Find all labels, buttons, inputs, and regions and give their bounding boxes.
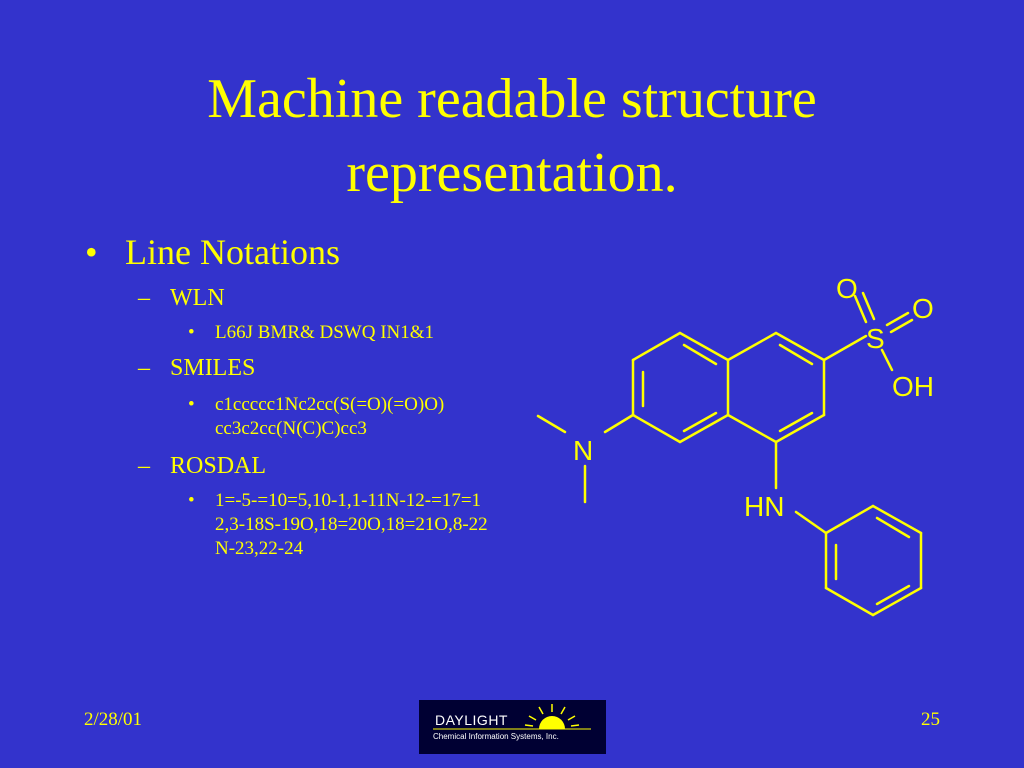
logo-name: DAYLIGHT	[435, 712, 508, 728]
atom-hydroxyl: OH	[892, 371, 934, 402]
molecule-structure: O O S OH N HN	[536, 273, 934, 617]
dash-icon: –	[138, 453, 150, 479]
atom-oxygen-right: O	[912, 293, 934, 324]
wln-notation-text: L66J BMR& DSWQ IN1&1	[215, 322, 435, 343]
atom-amine: HN	[744, 491, 784, 522]
title-line-2: representation.	[346, 142, 678, 204]
sub-bullet-label: ROSDAL	[170, 453, 267, 479]
sub-bullet-wln: –WLN	[138, 283, 225, 313]
footer-date: 2/28/01	[84, 709, 143, 730]
sub-bullet-smiles: –SMILES	[138, 353, 255, 383]
bullet-icon: •	[85, 232, 98, 272]
bullet-label: Line Notations	[125, 232, 340, 272]
wln-notation: • L66J BMR& DSWQ IN1&1	[188, 321, 508, 345]
dash-icon: –	[138, 355, 150, 381]
bullet-icon: •	[188, 322, 195, 343]
slide-title: Machine readable structure representatio…	[0, 62, 1024, 210]
sub-bullet-label: WLN	[170, 285, 225, 311]
dash-icon: –	[138, 285, 150, 311]
rosdal-notation: • 1=-5-=10=5,10-1,1-11N-12-=17=12,3-18S-…	[188, 489, 488, 561]
sub-bullet-rosdal: –ROSDAL	[138, 451, 266, 481]
bullet-line-notations: • Line Notations	[85, 230, 340, 274]
atom-sulfur: S	[866, 323, 885, 354]
sub-bullet-label: SMILES	[170, 355, 256, 381]
page-number: 25	[921, 709, 940, 730]
sunrise-icon	[433, 704, 591, 730]
molecule-bonds	[536, 291, 923, 617]
smiles-notation-text: c1ccccc1Nc2cc(S(=O)(=O)O) cc3c2cc(N(C)C)…	[215, 394, 445, 439]
daylight-logo: DAYLIGHT Chemical Information Systems, I…	[419, 700, 606, 754]
rosdal-notation-text: 1=-5-=10=5,10-1,1-11N-12-=17=12,3-18S-19…	[215, 490, 488, 559]
atom-nitrogen: N	[573, 435, 593, 466]
smiles-notation: • c1ccccc1Nc2cc(S(=O)(=O)O) cc3c2cc(N(C)…	[188, 393, 488, 441]
bullet-icon: •	[188, 394, 195, 415]
title-line-1: Machine readable structure	[207, 68, 817, 130]
atom-oxygen-top: O	[836, 273, 858, 304]
logo-subtitle: Chemical Information Systems, Inc.	[433, 732, 559, 741]
bullet-icon: •	[188, 490, 195, 511]
